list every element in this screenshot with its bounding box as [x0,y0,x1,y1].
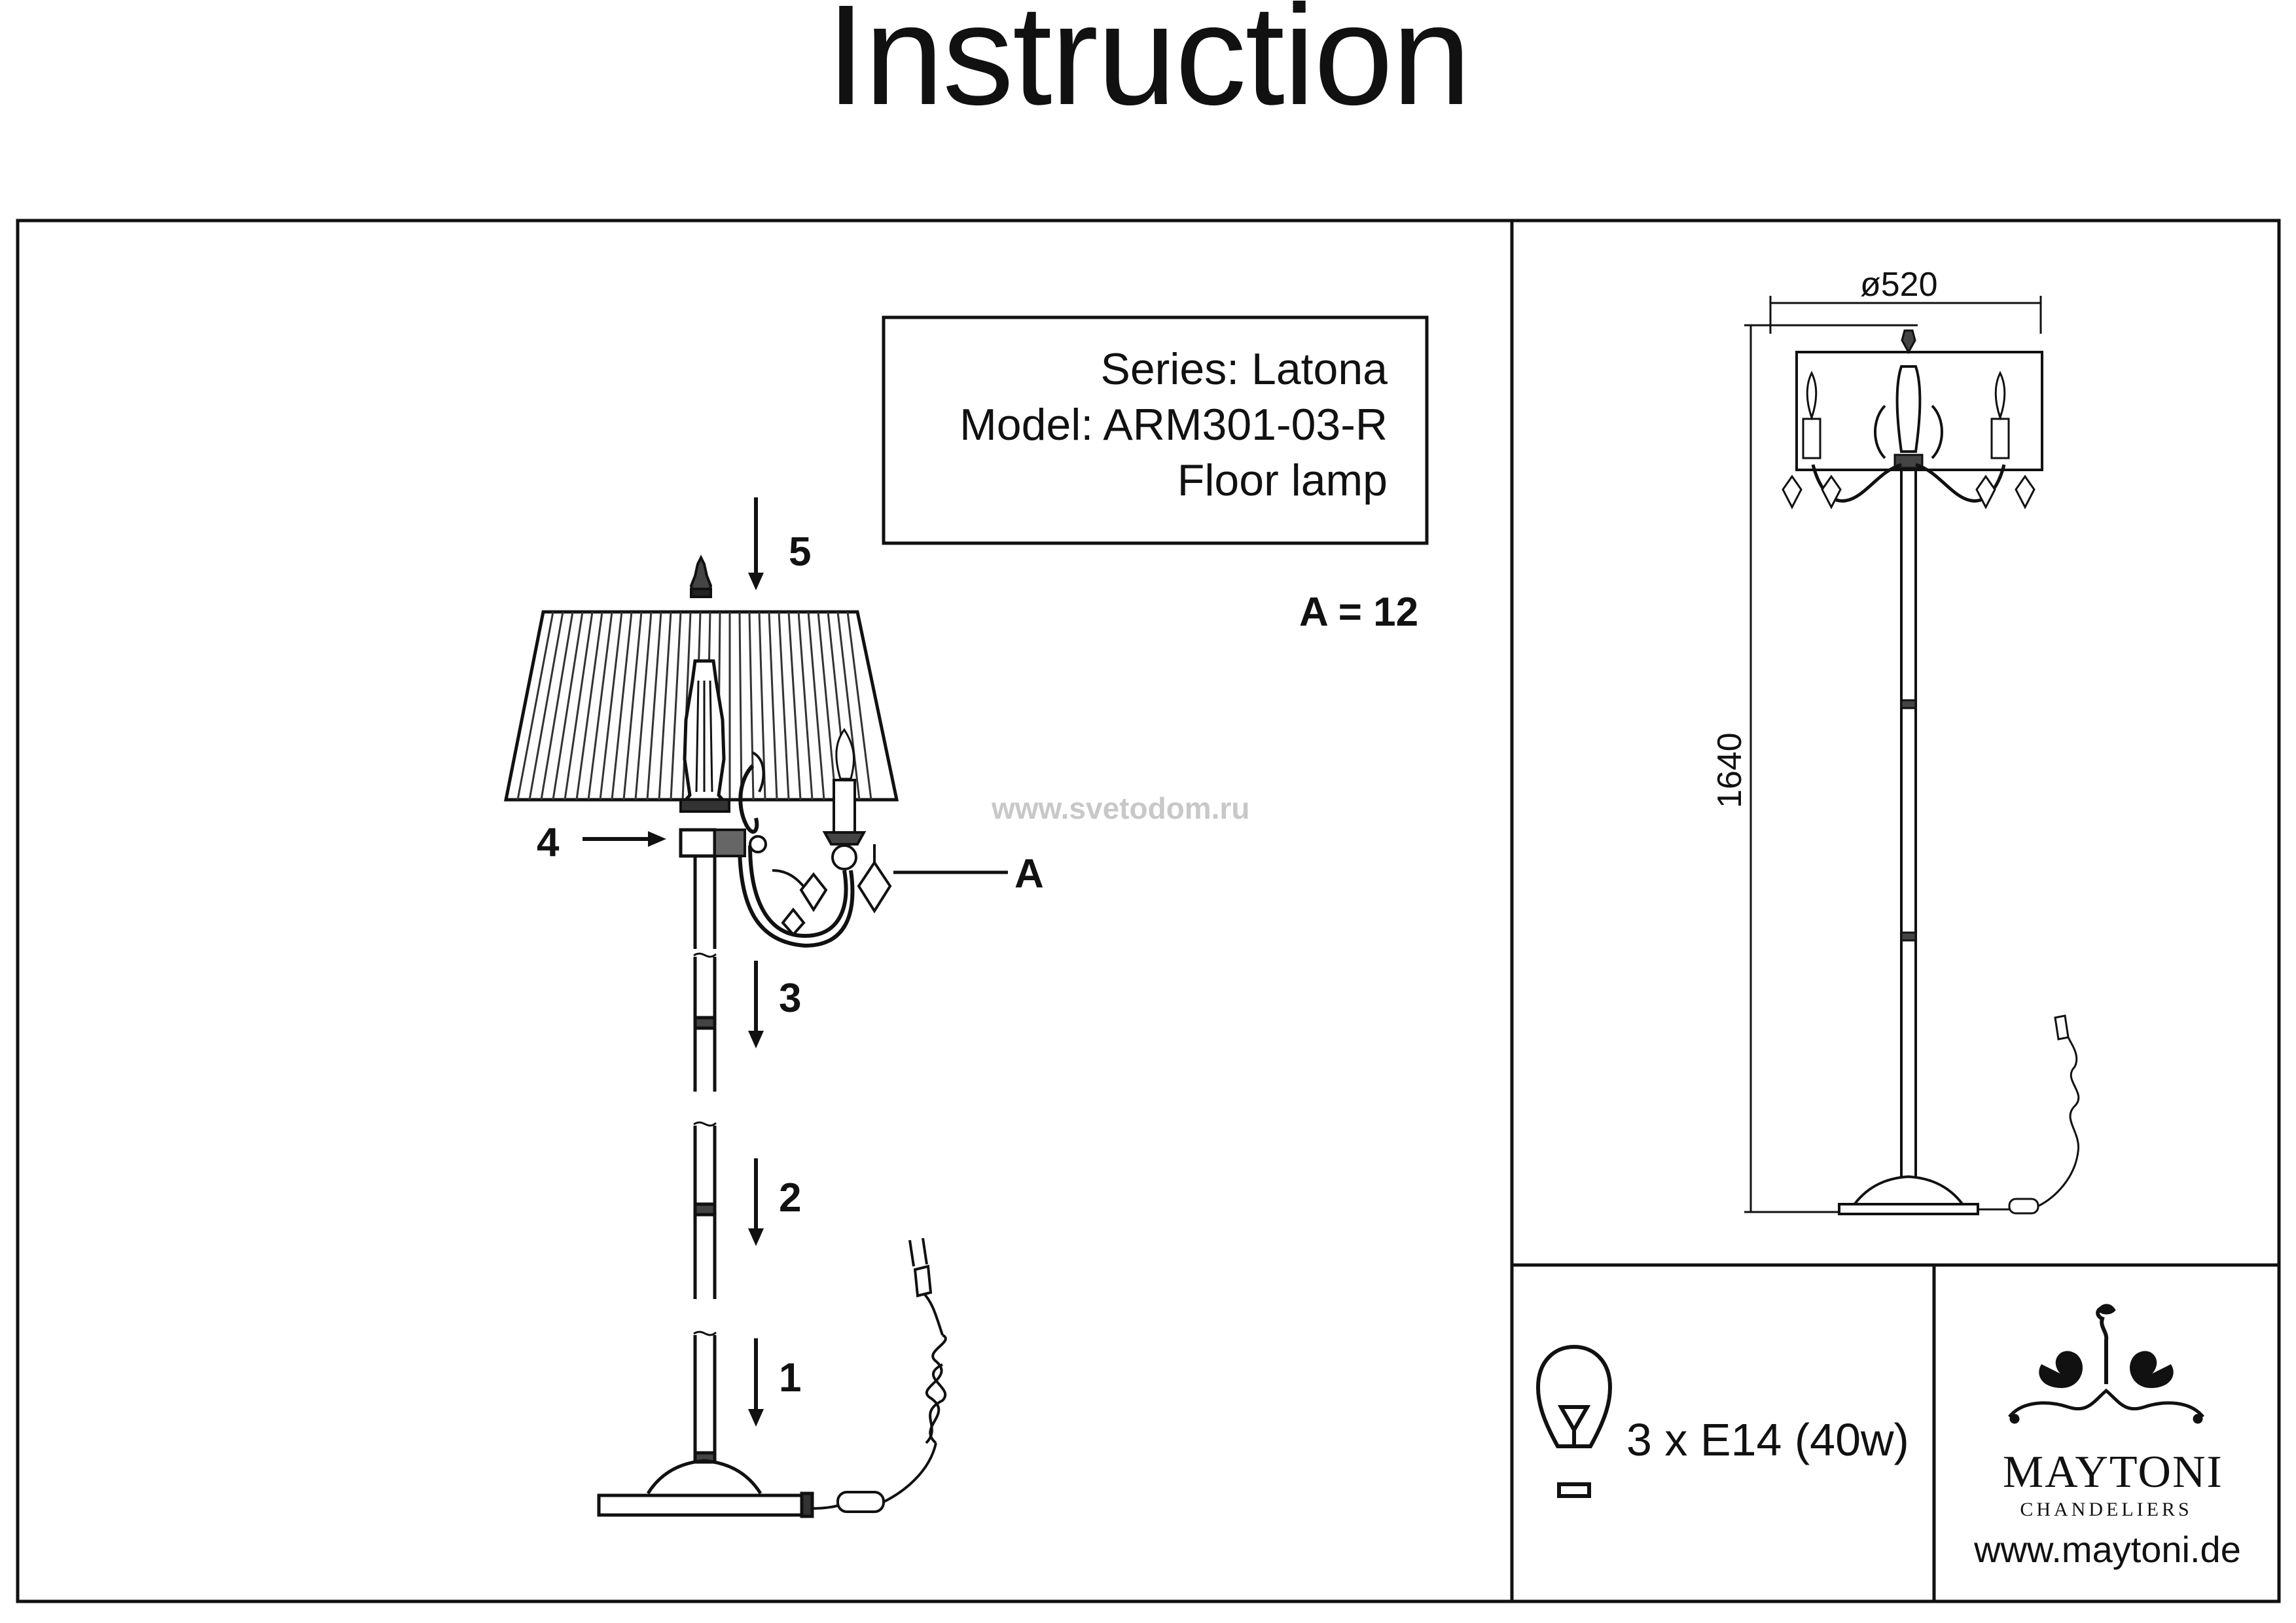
info-box [882,315,1429,545]
dimension-drawing [1744,296,2080,1215]
step-label-5: 5 [789,529,812,575]
power-cord [811,1238,947,1513]
part-count-label: A = 12 [1299,590,1419,635]
brand-logo-subtext: CHANDELIERS [2020,1499,2193,1520]
model-label: Model: ARM301-03-R [960,400,1388,450]
assembly-arrows [583,497,764,1427]
crystals [781,844,892,937]
step-label-2: 2 [779,1175,802,1221]
brand-website[interactable]: www.maytoni.de [1974,1529,2241,1570]
brand-logo-text: MAYTONI [2003,1447,2223,1497]
lamp-arm [738,751,855,948]
diameter-dimension: ø520 [1860,266,1938,304]
part-label-a: A [1014,851,1044,897]
maytoni-logo-ornament [2008,1304,2204,1424]
step-label-4: 4 [537,820,560,865]
lamp-stem [693,857,717,1464]
height-dimension: 1640 [1711,732,1749,808]
lamp-base [597,1459,814,1518]
assembly-drawing [503,554,1008,1518]
finial [689,554,713,598]
lamp-type-label: Floor lamp [1177,455,1388,505]
center-column [679,659,730,813]
watermark: www.svetodom.ru [992,791,1250,825]
series-label: Series: Latona [1100,344,1388,394]
collar [679,828,767,858]
candle-holder [822,728,867,870]
lightbulb-icon [1535,1344,1613,1498]
step-label-1: 1 [779,1355,802,1400]
sheet-frame [16,219,2281,1603]
page-title: Instruction [826,0,1471,135]
bulb-spec: 3 x E14 (40w) [1626,1414,1909,1465]
step-label-3: 3 [779,976,802,1021]
